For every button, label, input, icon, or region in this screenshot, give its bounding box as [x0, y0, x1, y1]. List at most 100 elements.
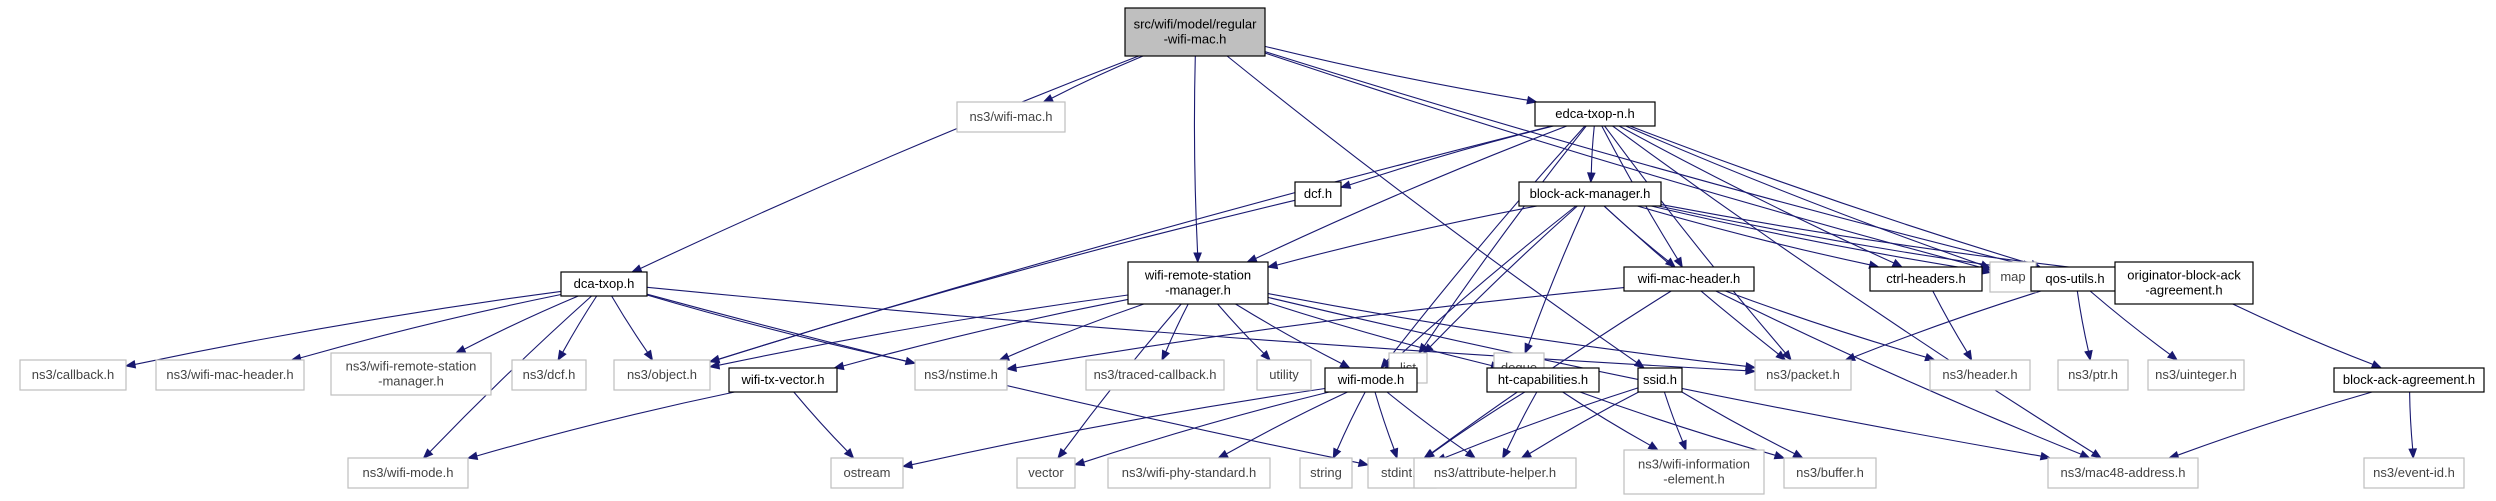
edge-wtv-to-ns3wmode	[466, 391, 735, 460]
node-label: ns3/wifi-phy-standard.h	[1122, 465, 1256, 480]
arrowhead-icon	[1380, 357, 1391, 370]
node-box	[1413, 457, 1577, 489]
node-box	[1754, 359, 1852, 391]
node-box	[1127, 261, 1269, 305]
edge-htcap-to-attrhelper	[1502, 391, 1538, 460]
node-edca[interactable]: edca-txop-n.h	[1534, 101, 1656, 127]
edge-wrsm-to-wmode	[1235, 303, 1351, 369]
edge-wrsm-to-object	[708, 294, 1129, 370]
node-htcap[interactable]: ht-capabilities.h	[1486, 367, 1600, 393]
node-box	[1486, 367, 1600, 393]
edge-root-to-edca	[1264, 45, 1538, 105]
edge-line	[1276, 205, 1538, 266]
node-label: wifi-remote-station	[1144, 268, 1251, 283]
node-label: map	[2000, 269, 2025, 284]
node-ssid[interactable]: ssid.h	[1637, 367, 1683, 393]
edge-htcap-to-buffer	[1579, 391, 1786, 460]
edge-wmode-to-stdint	[1374, 391, 1399, 460]
arrowhead-icon	[1673, 256, 1683, 269]
edge-ssid-to-buffer	[1681, 391, 1804, 459]
arrowhead-icon	[1161, 349, 1170, 362]
node-wrsm[interactable]: wifi-remote-station-manager.h	[1127, 261, 1269, 305]
node-box	[155, 359, 305, 391]
node-wmh[interactable]: wifi-mac-header.h	[1623, 266, 1755, 292]
edge-wtv-to-ostream	[793, 391, 855, 459]
edge-wmh-to-header	[1725, 290, 1936, 362]
edge-line	[1618, 125, 1895, 264]
arrowhead-icon	[124, 359, 137, 369]
edge-line	[1226, 55, 1638, 364]
node-box	[511, 359, 587, 391]
edge-line	[300, 293, 562, 359]
node-box	[2333, 367, 2485, 393]
arrowhead-icon	[2370, 360, 2383, 369]
arrowhead-icon	[643, 349, 654, 362]
node-label: dca-txop.h	[574, 276, 635, 291]
node-oba[interactable]: originator-block-ack-agreement.h	[2114, 261, 2254, 305]
arrowhead-icon	[1423, 449, 1436, 459]
node-label: ht-capabilities.h	[1498, 372, 1588, 387]
node-ctrl[interactable]: ctrl-headers.h	[1869, 266, 1983, 292]
edge-line	[429, 295, 592, 453]
edge-edca-to-mac48	[1612, 125, 2103, 459]
arrowhead-icon	[1792, 449, 1804, 459]
node-label: ns3/attribute-helper.h	[1434, 465, 1556, 480]
edge-wrsm-to-tracedcb	[1161, 303, 1189, 362]
node-wmode[interactable]: wifi-mode.h	[1324, 367, 1418, 393]
arrowhead-icon	[1775, 350, 1787, 361]
edge-bam-to-wmode	[1384, 205, 1577, 369]
node-dcf[interactable]: dcf.h	[1294, 181, 1342, 207]
node-map: map	[1989, 261, 2037, 293]
arrowhead-icon	[1464, 448, 1477, 459]
node-box	[1623, 266, 1755, 292]
edge-ssid-to-attrhelper	[1520, 391, 1639, 459]
node-label: ostream	[844, 465, 891, 480]
node-qos[interactable]: qos-utils.h	[2030, 266, 2120, 292]
arrowhead-icon	[2166, 350, 2179, 361]
edge-line	[1235, 303, 1342, 365]
edge-bam-to-qos	[1658, 205, 2033, 274]
arrowhead-icon	[2090, 449, 2103, 459]
edge-line	[1015, 287, 1625, 369]
edge-wmode-to-vector	[1073, 391, 1330, 467]
node-label: -wifi-mac.h	[1164, 32, 1227, 47]
node-label: ns3/mac48-address.h	[2060, 465, 2185, 480]
edge-line	[1051, 55, 1144, 99]
node-bam[interactable]: block-ack-manager.h	[1518, 181, 1662, 207]
arrowhead-icon	[1057, 447, 1068, 460]
node-callback: ns3/callback.h	[19, 359, 127, 391]
node-box	[2114, 261, 2254, 305]
edge-line	[611, 295, 649, 353]
node-baa[interactable]: block-ack-agreement.h	[2333, 367, 2485, 393]
edge-line	[2409, 391, 2414, 450]
edge-line	[1629, 125, 2032, 265]
edge-bam-to-wrsm	[1266, 205, 1538, 270]
edge-line	[1217, 303, 1265, 354]
node-label: wifi-tx-vector.h	[740, 372, 824, 387]
arrowhead-icon	[422, 448, 434, 459]
node-wtv[interactable]: wifi-tx-vector.h	[728, 367, 838, 393]
node-dca[interactable]: dca-txop.h	[560, 271, 648, 297]
edge-line	[911, 387, 1326, 466]
arrowhead-icon	[1745, 361, 1757, 371]
node-label: ns3/uinteger.h	[2155, 367, 2237, 382]
edge-line	[1386, 125, 1586, 362]
node-mac48: ns3/mac48-address.h	[2047, 457, 2199, 489]
arrowhead-icon	[1266, 260, 1279, 270]
node-label: -agreement.h	[2145, 283, 2222, 298]
node-label: ns3/callback.h	[32, 367, 114, 382]
node-box	[728, 367, 838, 393]
node-label: ns3/wifi-mode.h	[362, 465, 453, 480]
node-label: block-ack-manager.h	[1530, 186, 1651, 201]
edge-layer	[124, 45, 2418, 469]
edge-line	[646, 294, 907, 362]
node-object: ns3/object.h	[613, 359, 711, 391]
arrowhead-icon	[998, 352, 1011, 361]
node-box	[1623, 449, 1765, 495]
edge-line	[1725, 290, 1927, 358]
arrowhead-icon	[1891, 258, 1904, 268]
arrowhead-icon	[1042, 94, 1054, 103]
edge-line	[1267, 302, 1492, 367]
node-label: utility	[1269, 367, 1299, 382]
node-box	[1016, 457, 1076, 489]
